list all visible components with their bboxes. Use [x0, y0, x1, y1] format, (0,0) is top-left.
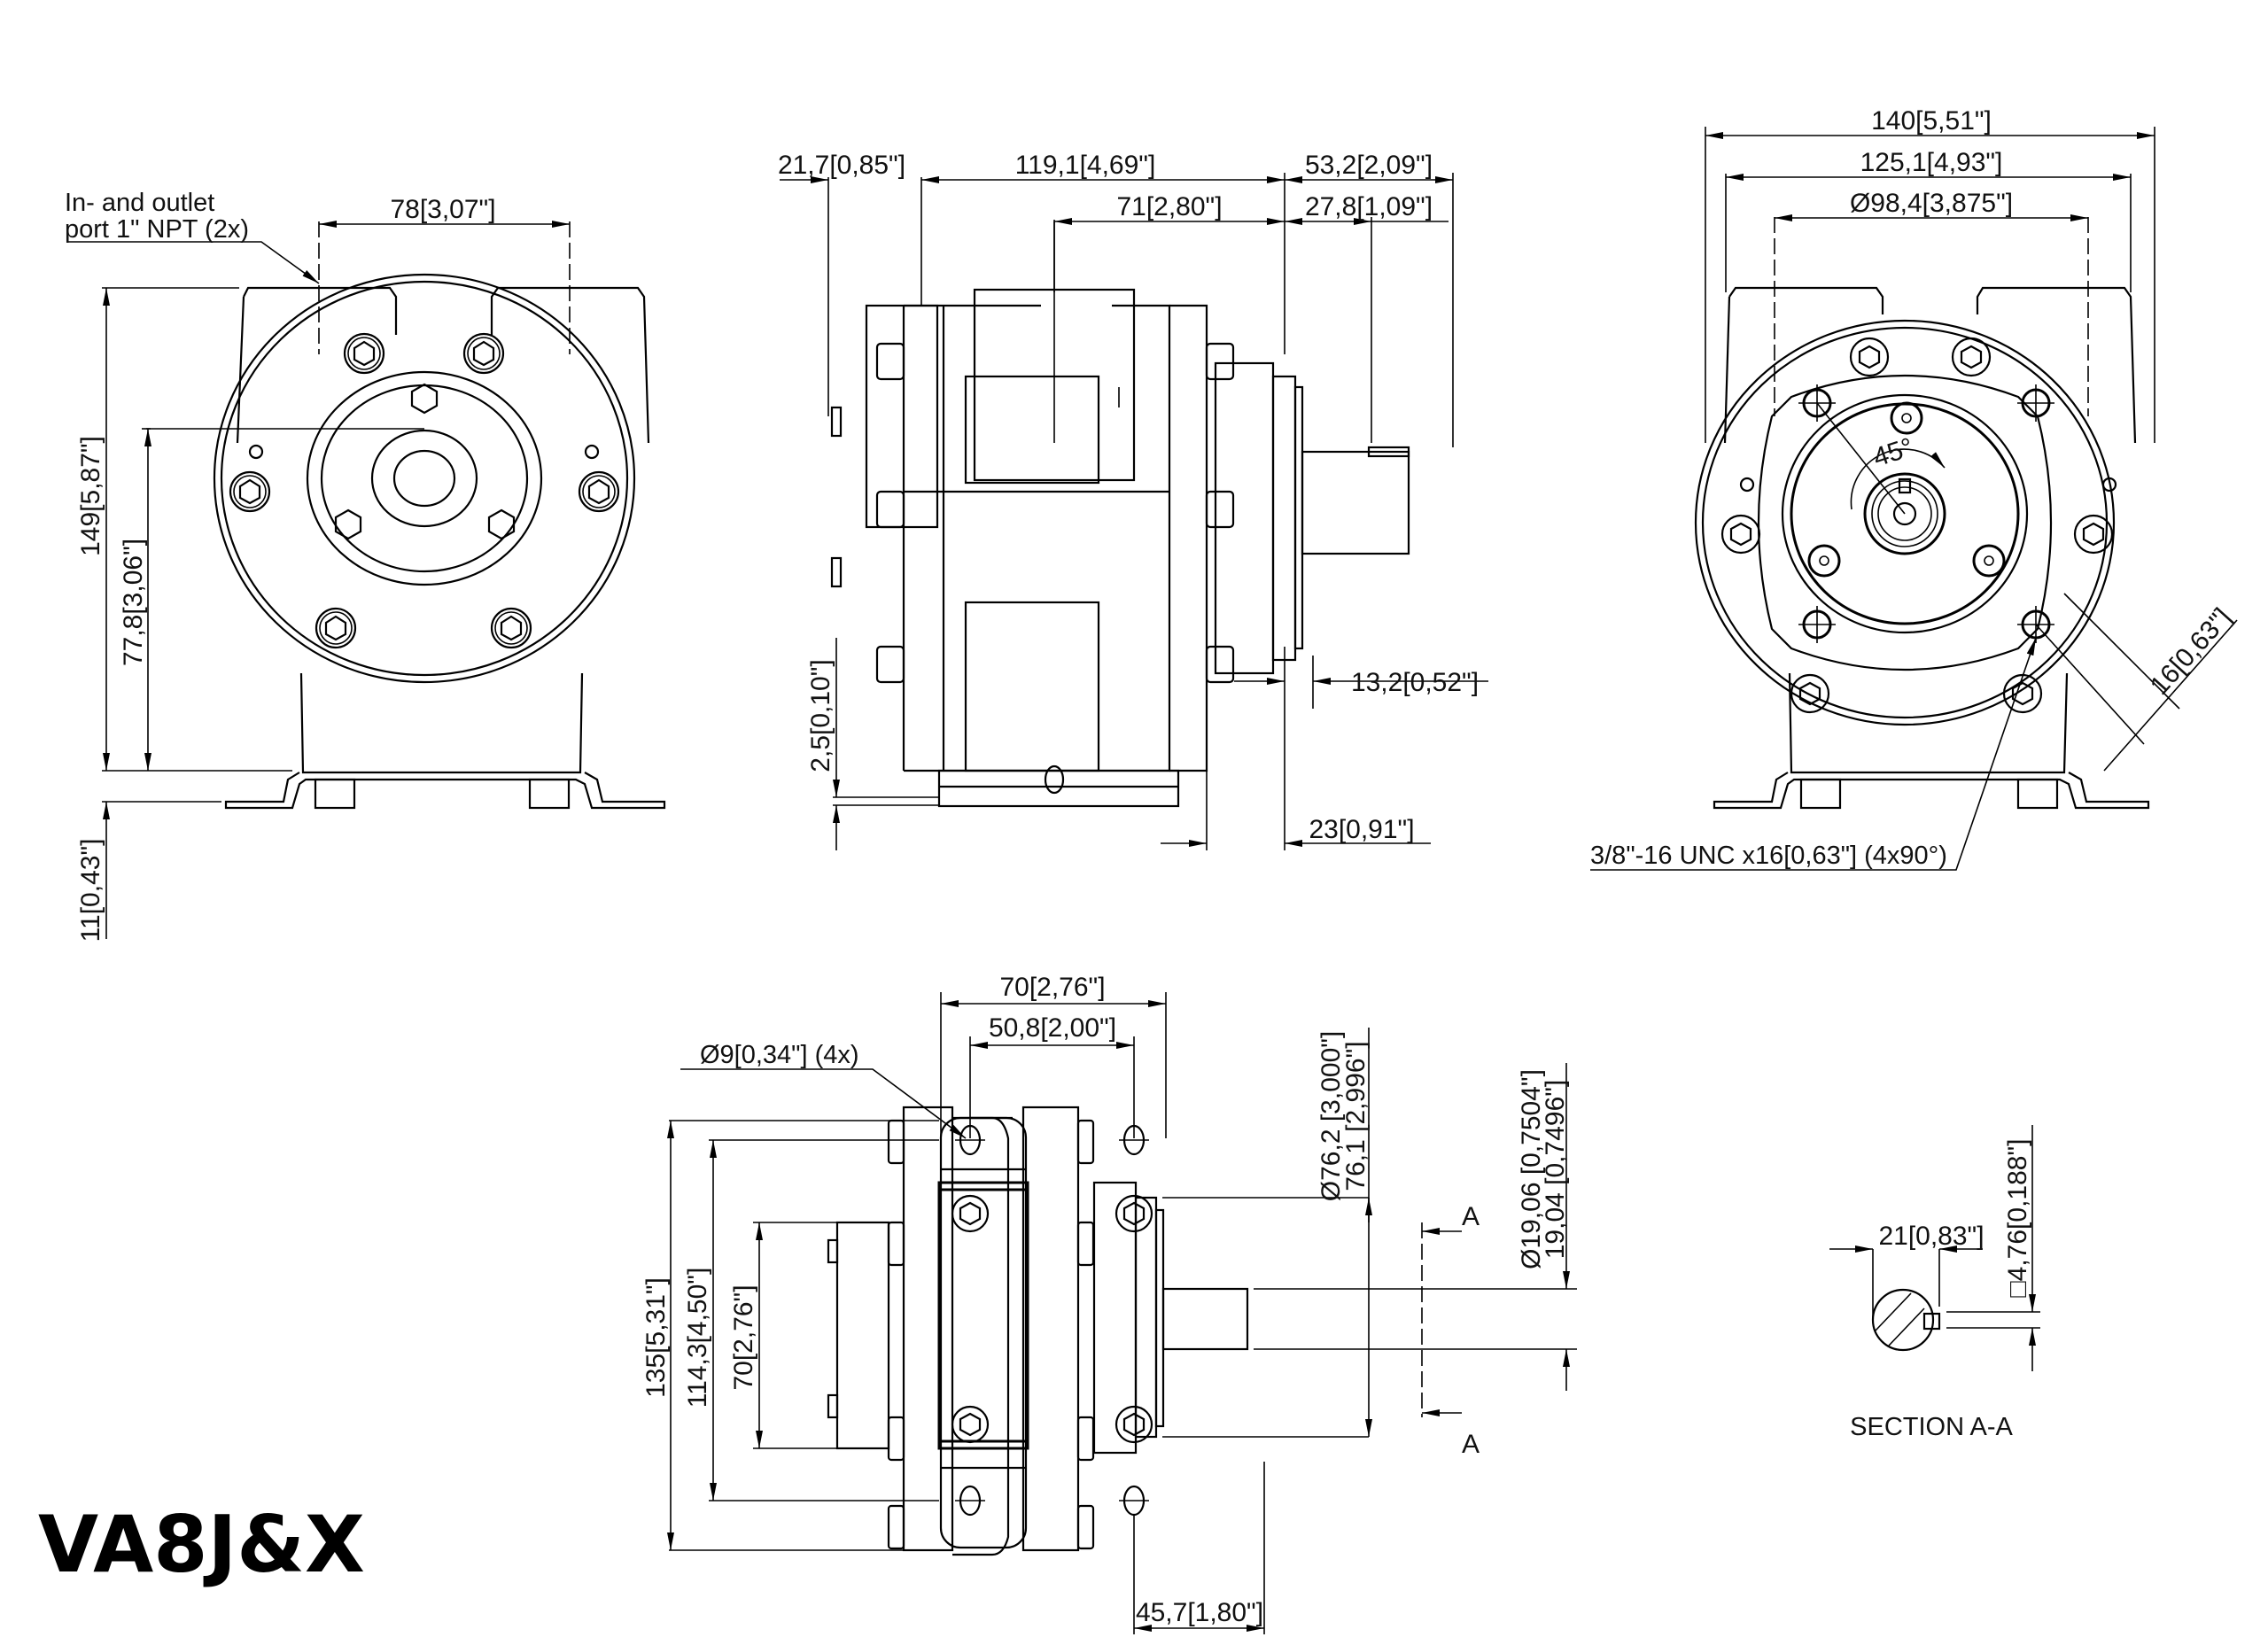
- port-block-bottom: [964, 601, 1100, 772]
- foot-hole-note: Ø9[0,34"] (4x): [700, 1041, 859, 1069]
- foot-height-dim: 11[0,43"]: [76, 839, 105, 943]
- foot-spacing-outer-dim: 70[2,76"]: [999, 973, 1105, 1002]
- bolt-icon: [462, 332, 505, 375]
- thread-note: 3/8"-16 UNC x16[0,63"] (4x90°): [1590, 842, 1947, 870]
- foot-plate: [939, 1116, 1028, 1549]
- rotation-angle-label: 45°: [1869, 432, 1916, 472]
- bolt-icon: [1720, 514, 1761, 555]
- end-cover-outer: [306, 370, 543, 586]
- shaft-shoulder-dim: 13,2[0,52"]: [1351, 668, 1479, 697]
- mounting-bracket: [299, 672, 584, 774]
- hex-nut-icon: [487, 508, 516, 540]
- bolt-hole-icon: [2017, 384, 2054, 422]
- port-note-line1: In- and outlet: [65, 189, 214, 217]
- drive-shaft: [1301, 450, 1410, 555]
- bolt-icon: [951, 1405, 990, 1444]
- overall-width-dim: 140[5,51"]: [1871, 106, 1992, 136]
- section-marker-bottom: A: [1462, 1430, 1480, 1459]
- hole-pitch-dim: 114,3[4,50"]: [683, 1268, 712, 1408]
- section-a-a: [1829, 1125, 2040, 1371]
- drive-shaft: [1161, 1287, 1249, 1351]
- bolt-icon: [343, 332, 385, 375]
- flange-to-hole-dim: 45,7[1,80"]: [1136, 1598, 1263, 1627]
- flange-plate: [1757, 374, 2053, 671]
- shaft-height-dim: 77,8[3,06"]: [119, 539, 148, 666]
- rear-cover: [835, 1221, 890, 1450]
- port-width-dim: 125,1[4,93"]: [1860, 148, 2003, 177]
- overall-height-dim: 149[5,87"]: [76, 436, 105, 556]
- pilot-diameter-max-dim: Ø76,2 [3,000"]: [1317, 1031, 1346, 1201]
- bolt-hole-icon: [1798, 606, 1836, 643]
- shaft-key-height-dim: 21[0,83"]: [1878, 1222, 1984, 1251]
- bolt-icon: [2073, 514, 2114, 555]
- pilot-diameter-min-dim: 76,1 [2,996"]: [1341, 1041, 1371, 1191]
- bolt-icon: [1951, 337, 1992, 377]
- model-title: VA8J&X: [38, 1499, 365, 1590]
- hex-nut-icon: [334, 508, 362, 540]
- key-size-dim: □4,76[0,188"]: [2003, 1139, 2032, 1298]
- bolt-icon: [578, 470, 620, 513]
- inlet-port: [243, 286, 398, 335]
- port-note-line2: port 1" NPT (2x): [65, 215, 249, 244]
- bolt-circle-dim: Ø98,4[3,875"]: [1850, 189, 2013, 218]
- bolt-icon: [490, 607, 532, 649]
- bolt-icon: [951, 1194, 990, 1233]
- bolt-icon: [229, 470, 271, 513]
- key-length-dim: 27,8[1,09"]: [1305, 192, 1433, 221]
- port-spacing-dim: 70[2,76"]: [729, 1284, 758, 1390]
- shaft-diameter-max-dim: Ø19,06 [0,7504"]: [1517, 1069, 1546, 1269]
- pump-housing: [213, 273, 636, 684]
- rear-end-plate: [902, 1106, 954, 1552]
- base-plate: [937, 769, 1180, 808]
- section-marker-top: A: [1462, 1202, 1480, 1231]
- side-view: [780, 173, 1488, 850]
- outlet-port: [490, 286, 650, 444]
- foot-hole-icon: [1119, 1485, 1149, 1517]
- bolt-icon: [1115, 1194, 1153, 1233]
- shaft-bore: [370, 429, 478, 528]
- body-length-dim: 119,1[4,69"]: [1015, 151, 1156, 180]
- shaft-extension-dim: 53,2[2,09"]: [1305, 151, 1433, 180]
- hex-nut-icon: [410, 383, 439, 415]
- mounting-foot: [952, 1116, 1010, 1556]
- shaft-end: [1863, 472, 1946, 555]
- section-label: SECTION A-A: [1850, 1413, 2013, 1441]
- front-view: [66, 221, 666, 939]
- hole-offset-dim: 16[0,63"]: [2145, 602, 2237, 701]
- rear-cover-dim: 21,7[0,85"]: [778, 151, 905, 180]
- pump-body: [937, 1181, 1029, 1450]
- bolt-icon: [1115, 1405, 1153, 1444]
- base-thickness-dim: 2,5[0,10"]: [806, 659, 835, 772]
- pump-housing: [1694, 319, 2116, 726]
- shaft-key: [1367, 446, 1410, 458]
- foot-spacing-inner-dim: 50,8[2,00"]: [989, 1013, 1116, 1043]
- rear-view: [1590, 127, 2238, 871]
- overall-depth-dim: 135[5,31"]: [641, 1277, 671, 1398]
- bolt-icon: [1849, 337, 1890, 377]
- flange-offset-dim: 23[0,91"]: [1309, 815, 1414, 844]
- front-flange: [1214, 361, 1275, 675]
- bottom-view: [667, 992, 1577, 1634]
- bolt-icon: [315, 607, 357, 649]
- front-end-plate: [1021, 1106, 1080, 1552]
- shaft-diameter-min-dim: 19,04 [0,7496"]: [1541, 1080, 1570, 1260]
- key-section: [1922, 1312, 1941, 1331]
- bolt-icon: [1790, 673, 1830, 714]
- port-spacing-dim: 78[3,07"]: [390, 195, 495, 224]
- foot-hole-icon: [955, 1485, 985, 1517]
- port-offset-dim: 71[2,80"]: [1116, 192, 1222, 221]
